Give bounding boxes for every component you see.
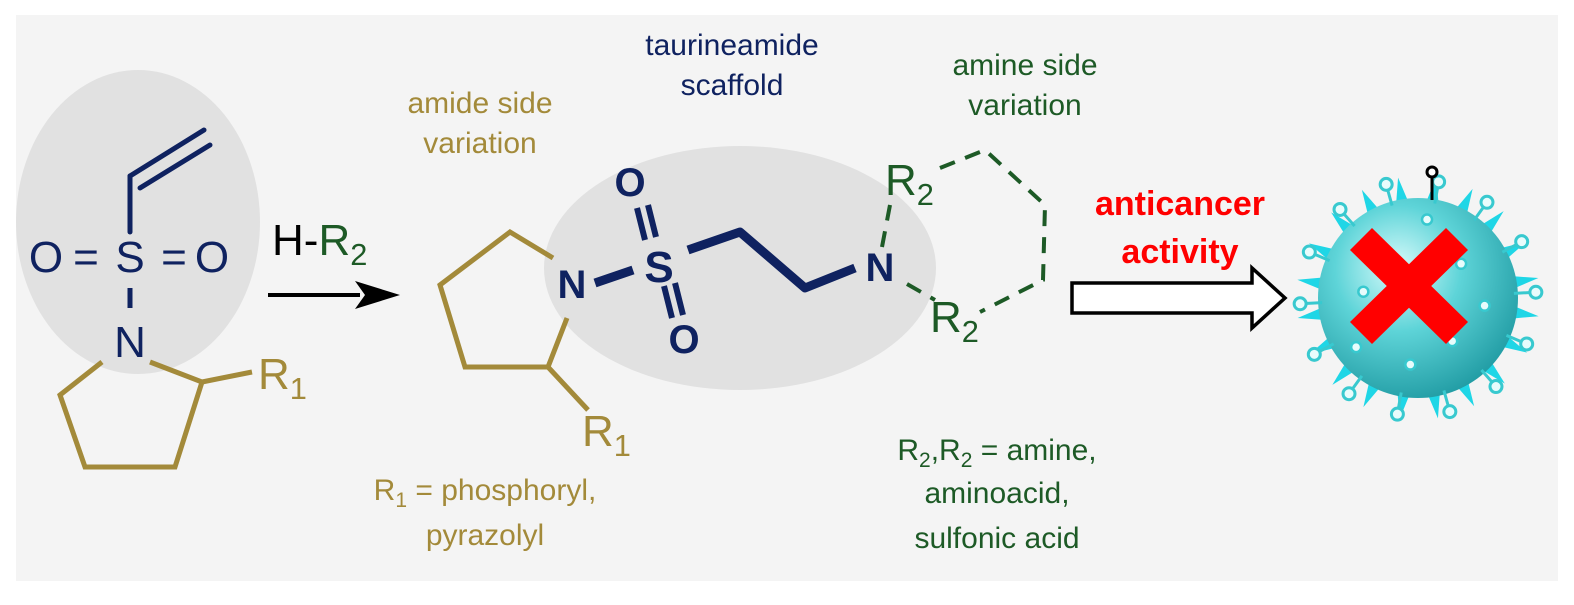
inner-receptor: [1454, 257, 1468, 271]
product-r1-bond: [546, 365, 590, 412]
receptor-knob: [1514, 234, 1530, 250]
r1-bond: [201, 369, 253, 385]
reagent-label: H-R2: [272, 216, 367, 272]
scaffold-label-line1: taurineamide: [645, 29, 818, 62]
anticancer-label-line1: anticancer: [1095, 185, 1265, 223]
sulfur-label: S: [115, 233, 144, 282]
receptor-knob: [1306, 346, 1322, 362]
outcome-arrow: [1070, 264, 1288, 332]
cell-surface-receptors: [1292, 174, 1544, 422]
anticancer-label-line2: activity: [1121, 233, 1238, 271]
product-molecule: N S O O N R1 R2 R2: [437, 147, 1048, 463]
nitrogen-label: N: [114, 318, 146, 367]
amide-side-label-line2: variation: [423, 127, 536, 160]
receptor-knob: [1479, 194, 1495, 210]
receptor-knob: [1488, 379, 1504, 395]
receptor-knob: [1301, 244, 1317, 260]
cancer-cell-icon: [1292, 165, 1544, 422]
red-cross-bar2: [1350, 228, 1468, 344]
receptor-knob: [1442, 404, 1458, 420]
inner-receptor: [1478, 299, 1491, 312]
product-oxygen-bottom: O: [668, 318, 699, 362]
vinylsulfonyl-highlight: [16, 70, 260, 374]
inner-receptor: [1404, 358, 1417, 371]
r1-definition-line2: pyrazolyl: [426, 519, 544, 552]
product-pyrrolidine-ring: [437, 228, 570, 370]
product-oxygen-top: O: [614, 161, 645, 205]
cell-antenna-tip: [1425, 165, 1439, 179]
reaction-arrowhead: [355, 281, 400, 309]
taurineamide-highlight: [544, 146, 936, 390]
receptor-knob: [1292, 296, 1308, 312]
inner-receptor: [1420, 213, 1434, 226]
amine-side-label-line2: variation: [968, 89, 1081, 122]
amide-side-label-line1: amide side: [407, 87, 552, 120]
reactant-molecule: O = S = O N R1: [29, 127, 307, 470]
receptor-knob: [1332, 201, 1348, 217]
receptor-knob: [1519, 336, 1535, 352]
r2-definition-line3: sulfonic acid: [914, 522, 1079, 555]
receptor-knob: [1389, 406, 1405, 422]
pyrrolidine-ring: [57, 359, 206, 470]
receptor-knob: [1528, 284, 1544, 300]
product-r2-bottom-label: R2: [930, 293, 979, 349]
product-r1-label: R1: [582, 407, 631, 463]
oxygen-left-label: O: [29, 233, 63, 282]
reagent-step: H-R2: [268, 216, 400, 309]
product-amide-nitrogen: N: [558, 263, 587, 307]
ethylene-chain: [686, 227, 857, 293]
product-amine-nitrogen: N: [866, 246, 895, 290]
n-s-bond: [593, 265, 635, 288]
r2-definition-line1: R2,R2 = amine,: [897, 434, 1096, 472]
vinyl-group: [127, 127, 213, 235]
inner-receptor: [1349, 340, 1363, 354]
product-sulfur: S: [644, 243, 673, 292]
receptor-knob: [1341, 386, 1357, 402]
product-r2-top-label: R2: [885, 156, 934, 212]
amine-side-label-line1: amine side: [952, 49, 1097, 82]
r1-definition-line1: R1 = phosphoryl,: [374, 474, 597, 512]
sulfonyl-double-bonds: [634, 204, 686, 319]
r1-group-label: R1: [258, 350, 307, 406]
amine-dashed-ring: [880, 147, 1048, 314]
inner-receptor: [1357, 285, 1370, 298]
double-bond-left: =: [73, 233, 99, 282]
oxygen-right-label: O: [195, 233, 229, 282]
receptor-knob: [1378, 176, 1394, 192]
r2-definition-line2: aminoacid,: [924, 477, 1069, 510]
double-bond-right: =: [161, 233, 187, 282]
scaffold-label-line2: scaffold: [681, 69, 784, 102]
